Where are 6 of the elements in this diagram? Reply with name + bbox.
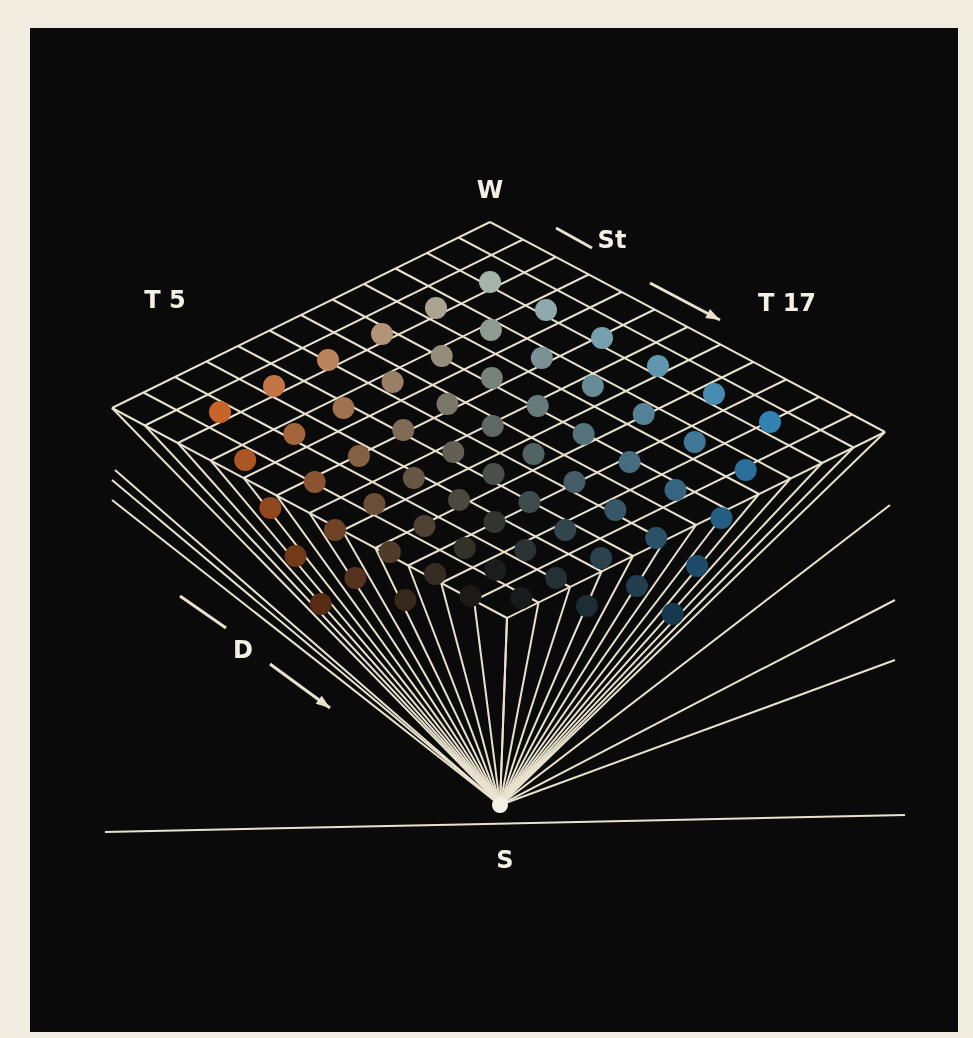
axis-label: T 17 bbox=[757, 290, 817, 316]
axis-label: T 5 bbox=[144, 287, 186, 313]
axis-label: D bbox=[233, 637, 253, 663]
axis-label: W bbox=[476, 177, 504, 203]
axis-label: S bbox=[496, 847, 514, 873]
axis-label: St bbox=[597, 227, 627, 253]
